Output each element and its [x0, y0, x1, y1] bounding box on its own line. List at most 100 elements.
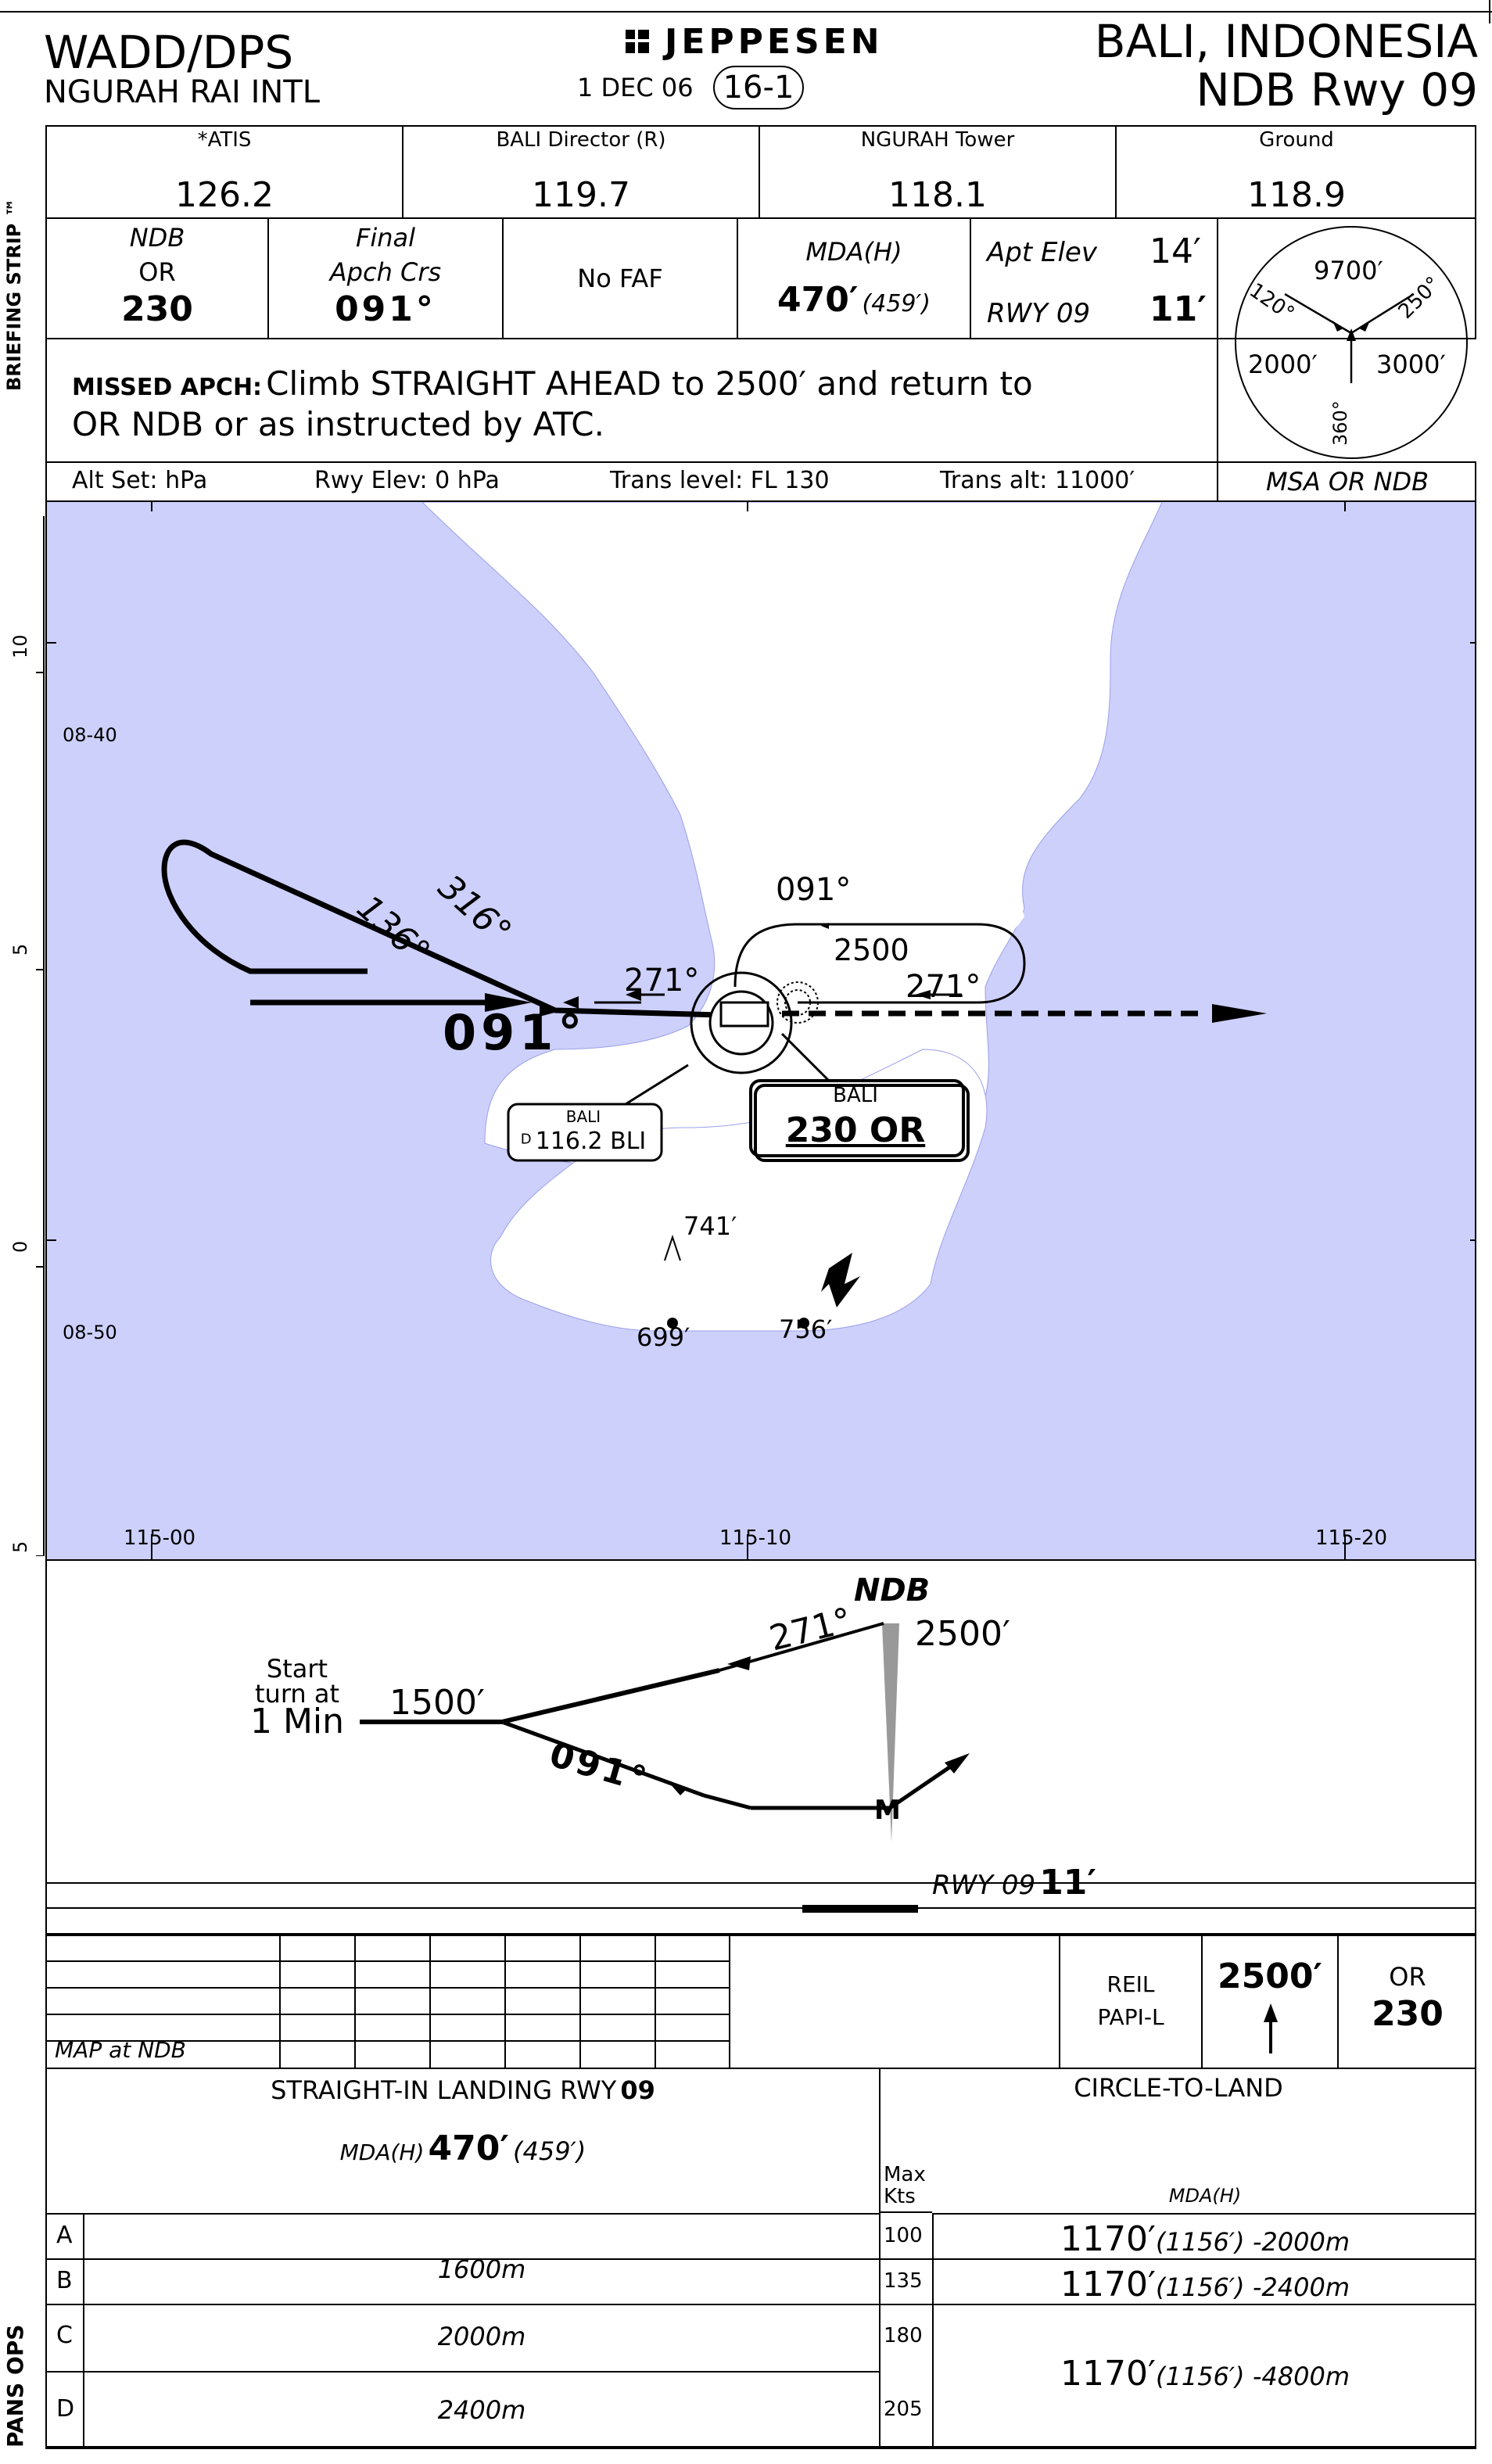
divider — [502, 217, 504, 339]
scale-0: 0 — [9, 1240, 31, 1253]
vor-name: BALI — [565, 1107, 601, 1126]
divider — [932, 2213, 934, 2448]
climb-arrow-icon — [945, 1753, 970, 1774]
minimums-box — [45, 2068, 1476, 2448]
ndb-freq: 230 OR — [785, 1110, 926, 1150]
circle-row-a: 1170′(1156′) -2000m — [934, 2219, 1476, 2259]
profile-rwy-label: RWY 09 — [932, 1870, 1036, 1901]
freq-ground-value: 118.9 — [1247, 175, 1346, 215]
divider — [729, 1935, 730, 2069]
straight-in-mda: MDA(H) 470′ (459′) — [47, 2129, 879, 2168]
start-turn-1: Start — [266, 1654, 328, 1684]
start-turn-2: turn at — [254, 1679, 340, 1709]
profile-fix: NDB — [854, 1573, 931, 1609]
papi: PAPI-L — [1097, 2004, 1164, 2030]
lat-08-50: 08-50 — [63, 1322, 117, 1343]
location: BALI, INDONESIA — [1094, 15, 1478, 68]
mda-height: (459′) — [862, 290, 931, 317]
msa-alt-top: 9700′ — [1314, 256, 1383, 285]
straight-in-rwy: 09 — [620, 2075, 655, 2105]
chart-date: 1 DEC 06 — [577, 73, 694, 102]
nav-id: OR — [138, 257, 176, 287]
msa-brg-360: 360° — [1329, 400, 1351, 446]
start-turn-3: 1 Min — [249, 1702, 345, 1741]
circle-c-vis: (1156′) -4800m — [1155, 2362, 1350, 2391]
cat-b: B — [56, 2267, 73, 2294]
pans-ops-label: PANS OPS — [2, 2324, 28, 2448]
profile-fix-alt: 2500′ — [915, 1614, 1010, 1654]
kts-b: 135 — [884, 2269, 923, 2293]
cat-c: C — [56, 2322, 73, 2349]
divider — [83, 2213, 84, 2448]
ndb-symbol — [776, 981, 819, 1024]
scale-5-lower: 5 — [9, 1540, 31, 1553]
vor-freq: 116.2 BLI — [535, 1128, 647, 1155]
circle-mda-label: MDA(H) — [1168, 2185, 1242, 2207]
reil: REIL — [1106, 1971, 1155, 1997]
plan-outbound-course: 271° — [624, 963, 700, 999]
divider — [759, 125, 760, 219]
climb-up-arrow-icon — [1259, 2002, 1282, 2060]
divider — [45, 2304, 1476, 2305]
hold-altitude: 2500 — [834, 933, 909, 967]
map-at-ndb: MAP at NDB — [55, 2037, 186, 2063]
ndb-box — [749, 1079, 965, 1157]
runway-icon — [802, 1905, 918, 1913]
profile-svg-wrap — [47, 1561, 1475, 1933]
lights-nav-id: OR — [1389, 1962, 1426, 1992]
missed-line-1: MISSED APCH: Climb STRAIGHT AHEAD to 250… — [72, 364, 1033, 403]
straight-mda-h: (459′) — [513, 2136, 586, 2166]
kts-d: 205 — [884, 2398, 923, 2421]
divider — [737, 217, 738, 339]
faf: No FAF — [577, 264, 663, 293]
plan-inbound-course: 091° — [443, 1004, 587, 1061]
jeppesen-brand: JEPPESEN — [665, 22, 884, 62]
missed-arrow-icon — [1212, 1004, 1267, 1023]
cat-d: D — [56, 2395, 75, 2423]
divider — [1059, 1935, 1060, 2069]
kts-a: 100 — [884, 2224, 923, 2247]
nav-freq: 230 — [121, 289, 193, 329]
circle-row-b: 1170′(1156′) -2400m — [934, 2265, 1476, 2304]
jeppesen-logo — [624, 23, 921, 74]
circle-title: CIRCLE-TO-LAND — [1074, 2073, 1283, 2103]
nav-type: NDB — [129, 223, 185, 253]
circle-a-mda: 1170′ — [1060, 2219, 1156, 2259]
kts-c: 180 — [884, 2324, 923, 2347]
profile-rwy-group: RWY 09 11′ — [932, 1863, 1096, 1903]
lights-nav-freq: 230 — [1372, 1994, 1444, 2034]
freq-director-value: 119.7 — [532, 175, 630, 215]
hold-inbound-course: 091° — [776, 872, 852, 908]
icao-code: WADD/DPS — [44, 26, 294, 79]
scale-10: 10 — [9, 634, 31, 658]
hold-outbound-course: 271° — [906, 969, 981, 1005]
maxkts-label-1: Max — [884, 2163, 926, 2186]
circle-c-mda: 1170′ — [1060, 2354, 1156, 2394]
freq-tower-value: 118.1 — [888, 175, 987, 215]
lat-08-40: 08-40 — [63, 724, 117, 746]
vis-c: 2000m — [437, 2322, 526, 2351]
briefing-strip-label: BRIEFING STRIP ™ — [3, 198, 25, 391]
freq-tower-label: NGURAH Tower — [860, 128, 1015, 152]
mda-label: MDA(H) — [805, 237, 902, 267]
vor-prefix: D — [520, 1131, 532, 1148]
spot-699: 699′ — [637, 1322, 690, 1352]
divider — [45, 2371, 879, 2373]
timing-grid — [45, 1935, 729, 2069]
vis-d: 2400m — [437, 2395, 526, 2425]
freq-atis-value: 126.2 — [175, 175, 274, 215]
circle-a-vis: (1156′) -2000m — [1155, 2227, 1350, 2257]
inbound-arrow-icon — [485, 993, 532, 1012]
divider — [932, 2213, 1476, 2215]
mda-value-group: 470′ (459′) — [738, 280, 970, 320]
profile-alt-1500: 1500′ — [389, 1683, 485, 1723]
circle-row-cd: 1170′(1156′) -4800m — [934, 2354, 1476, 2394]
circle-b-mda: 1170′ — [1060, 2265, 1156, 2304]
divider — [970, 217, 971, 339]
straight-in-title: STRAIGHT-IN LANDING RWY 09 — [47, 2075, 879, 2105]
maxkts-label-2: Kts — [884, 2185, 916, 2208]
plan-view — [45, 500, 1476, 1561]
climb-altitude: 2500′ — [1217, 1956, 1323, 1996]
circle-b-vis: (1156′) -2400m — [1155, 2272, 1350, 2302]
top-border — [0, 11, 1492, 13]
